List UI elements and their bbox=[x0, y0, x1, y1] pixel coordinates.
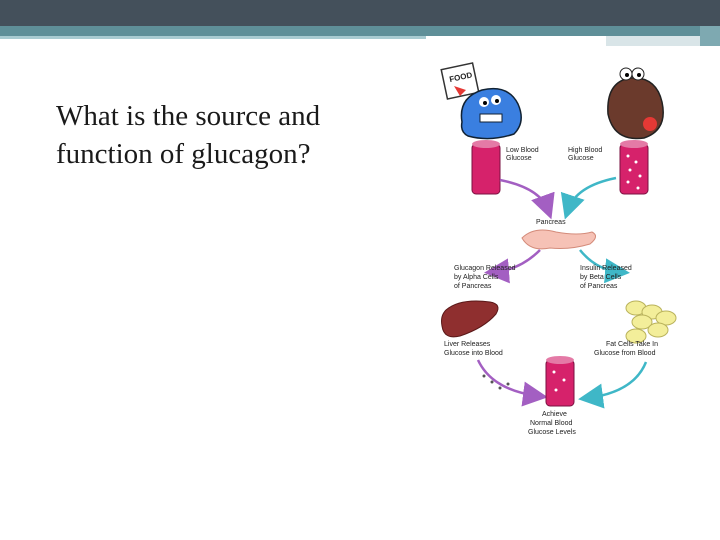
liver-label-2: Glucose into Blood bbox=[444, 350, 503, 357]
normal-label-3: Glucose Levels bbox=[528, 429, 576, 436]
pancreas-label: Pancreas bbox=[536, 219, 566, 226]
high-glucose-label-2: Glucose bbox=[568, 155, 594, 162]
low-glucose-cell-icon bbox=[460, 87, 522, 140]
pancreas-to-insulin-arrow bbox=[579, 249, 630, 284]
slide-accent-line bbox=[0, 36, 426, 39]
slide-corner-block bbox=[700, 26, 720, 46]
liver-to-normal-arrow bbox=[476, 359, 548, 407]
glucagon-label-2: by Alpha Cells bbox=[454, 274, 499, 281]
fat-label-2: Glucose from Blood bbox=[594, 350, 656, 357]
liver-icon bbox=[441, 300, 499, 338]
slide-accent-strip bbox=[0, 26, 720, 36]
fat-cells-icon bbox=[625, 300, 677, 344]
slide-accent-gap bbox=[426, 36, 606, 46]
high-glucose-tube-icon bbox=[619, 140, 649, 195]
glucagon-label-1: Glucagon Released bbox=[454, 265, 516, 272]
normal-glucose-tube-icon bbox=[545, 356, 575, 407]
glucose-dots bbox=[482, 374, 510, 390]
insulin-label-1: Insulin Released bbox=[580, 265, 632, 272]
low-glucose-label-2: Glucose bbox=[506, 155, 532, 162]
high-glucose-cell-icon bbox=[607, 67, 664, 140]
liver-label-1: Liver Releases bbox=[444, 341, 491, 348]
insulin-label-2: by Beta Cells bbox=[580, 274, 622, 281]
slide-accent-block bbox=[606, 36, 720, 46]
insulin-label-3: of Pancreas bbox=[580, 283, 618, 290]
low-glucose-label-1: Low Blood bbox=[506, 147, 539, 154]
high-glucose-label-1: High Blood bbox=[568, 147, 602, 154]
slide-top-bar bbox=[0, 0, 720, 26]
fat-label-1: Fat Cells Take In bbox=[606, 341, 658, 348]
fat-to-normal-arrow bbox=[578, 361, 648, 409]
normal-label-1: Achieve bbox=[542, 411, 567, 418]
glucose-regulation-figure: FOOD Low Blood Glucose High Blood Glucos… bbox=[440, 62, 677, 436]
high-to-pancreas-arrow bbox=[560, 176, 617, 220]
low-glucose-tube-icon bbox=[471, 140, 501, 195]
glucagon-label-3: of Pancreas bbox=[454, 283, 492, 290]
slide-question: What is the source and function of gluca… bbox=[56, 100, 321, 170]
pancreas-icon bbox=[521, 229, 596, 250]
pancreas-to-glucagon-arrow bbox=[484, 249, 541, 284]
food-sign-icon: FOOD bbox=[440, 62, 480, 100]
normal-label-2: Normal Blood bbox=[530, 420, 573, 427]
low-to-pancreas-arrow bbox=[499, 178, 555, 220]
